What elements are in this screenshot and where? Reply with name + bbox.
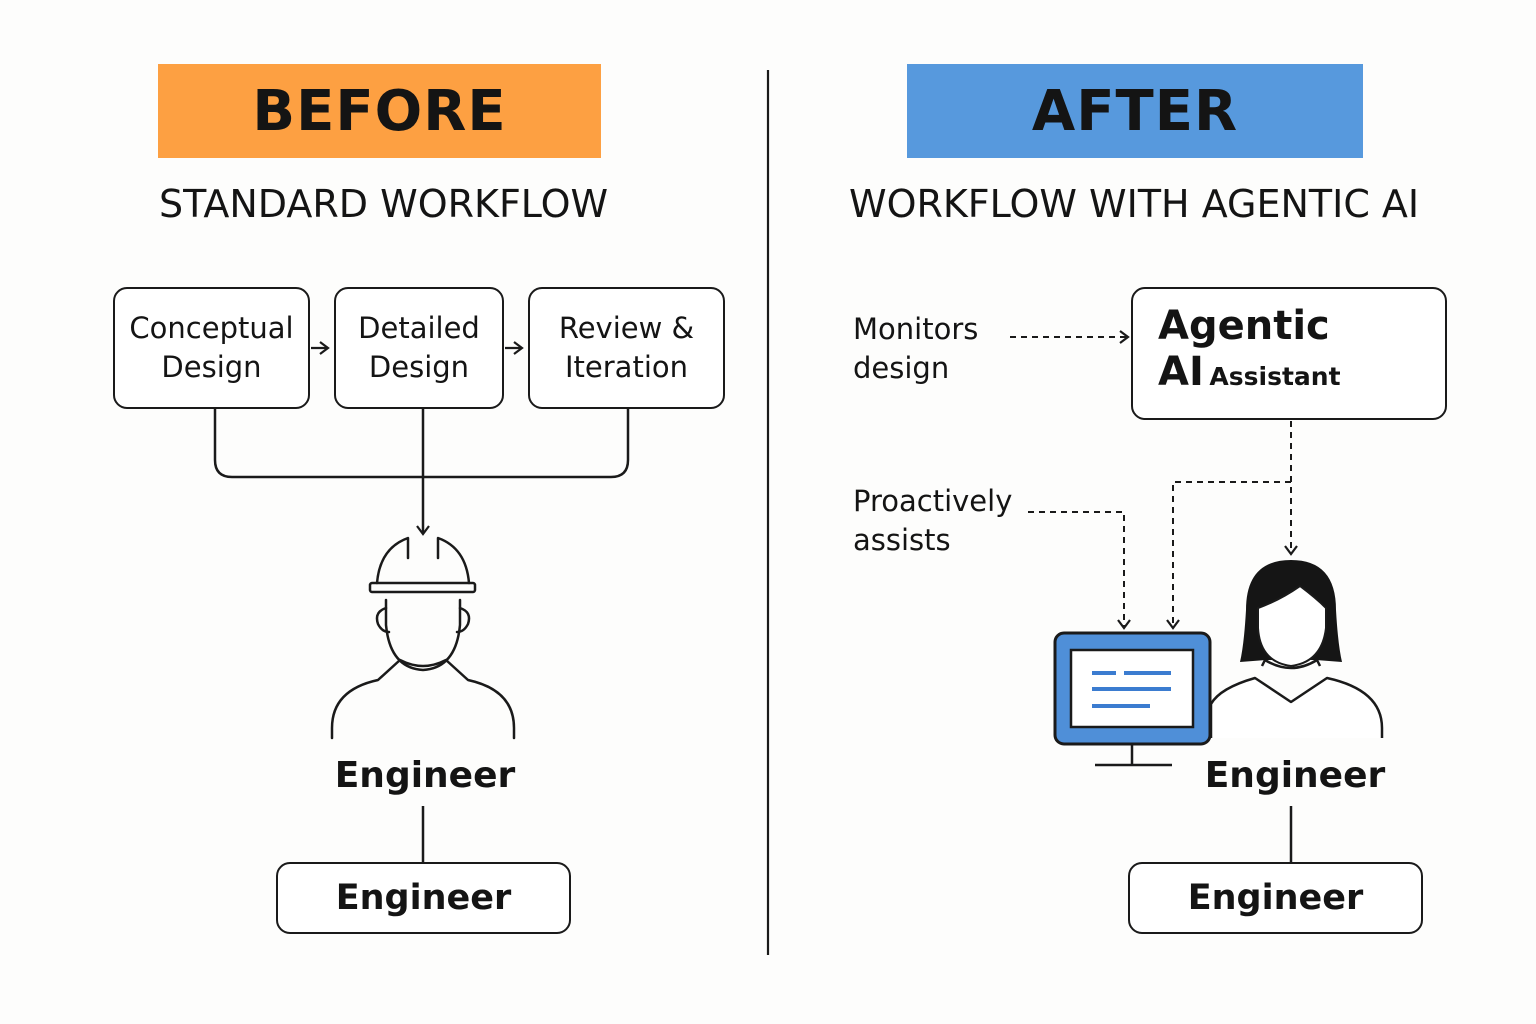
step-review-iteration: Review & Iteration — [528, 287, 725, 409]
step-label: Detailed Design — [358, 311, 480, 384]
dashed-connectors — [1010, 330, 1298, 630]
computer-monitor-icon — [1053, 631, 1212, 767]
before-engineer-box: Engineer — [276, 862, 571, 934]
after-banner: AFTER — [1031, 78, 1239, 144]
proactive-arrow — [1028, 511, 1131, 630]
before-subtitle: STANDARD WORKFLOW — [159, 182, 609, 226]
step-label: Conceptual Design — [129, 311, 294, 384]
after-engineer-label: Engineer — [1204, 754, 1386, 796]
woman-engineer-icon — [1209, 560, 1384, 738]
agent-title-line1: Agentic — [1158, 303, 1330, 349]
before-banner: BEFORE — [252, 78, 507, 144]
after-subtitle: WORKFLOW WITH AGENTIC AI — [849, 182, 1420, 226]
proactively-assists-note: Proactively assists — [853, 484, 1013, 557]
agent-title-line2: AI Assistant — [1158, 349, 1341, 403]
before-engineer-label: Engineer — [334, 754, 516, 796]
agent-title-assistant: Assistant — [1209, 362, 1341, 391]
hardhat-engineer-icon — [330, 536, 516, 740]
agent-title: Agentic AI Assistant — [1158, 303, 1341, 403]
agentic-ai-assistant-box: Agentic AI Assistant — [1131, 287, 1447, 420]
step-label: Review & Iteration — [558, 311, 695, 384]
agent-title-ai: AI — [1158, 349, 1204, 395]
after-engineer-box: Engineer — [1128, 862, 1423, 934]
after-banner-bg — [907, 64, 1363, 158]
engineer-box-label: Engineer — [335, 878, 512, 918]
monitors-design-note: Monitors design — [853, 312, 979, 385]
step-conceptual-design: Conceptual Design — [113, 287, 310, 409]
engineer-box-label: Engineer — [1187, 878, 1364, 918]
step-detailed-design: Detailed Design — [334, 287, 504, 409]
before-banner-bg — [158, 64, 601, 158]
steps-bracket-connector — [213, 409, 630, 479]
